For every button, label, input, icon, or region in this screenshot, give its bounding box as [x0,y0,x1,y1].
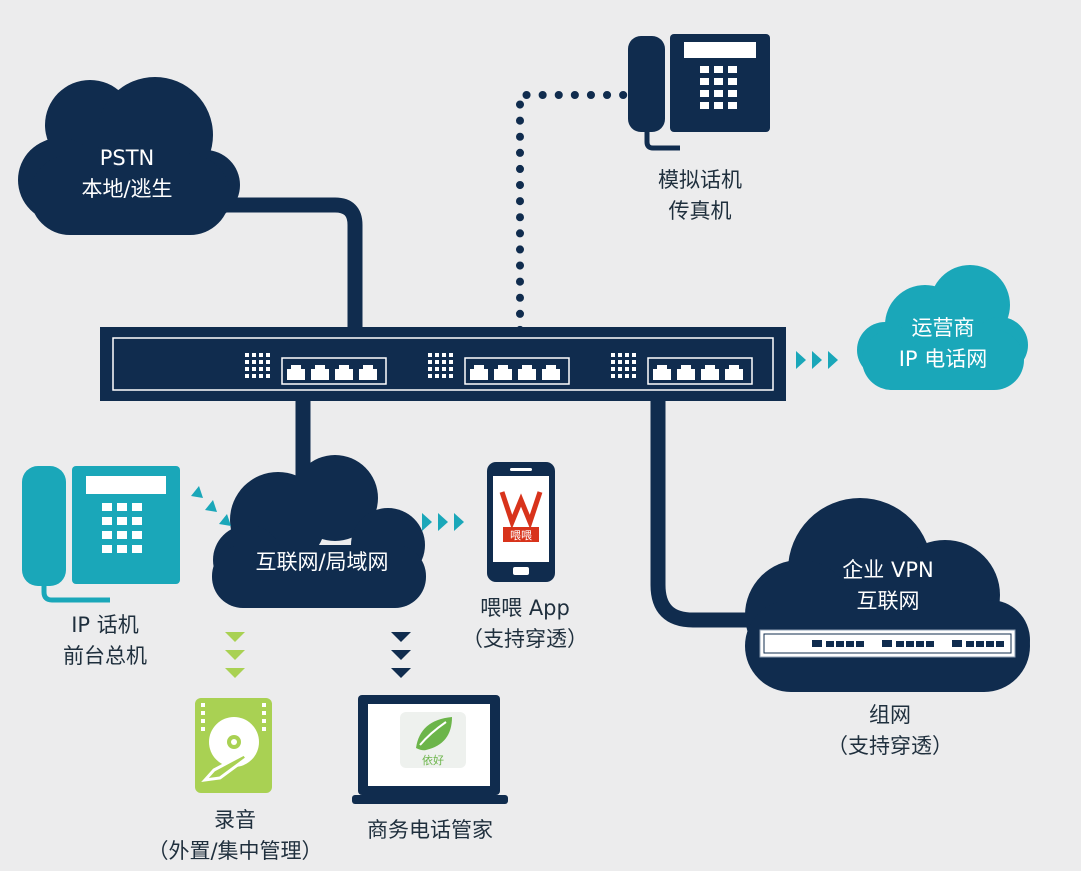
manager-screen-text: 依好 [422,753,444,767]
recording-label: 录音 （外置/集中管理） [135,805,335,867]
vpn-label-line1: 企业 VPN [842,558,934,582]
carrier-label-line2: IP 电话网 [898,347,988,371]
vpn-cloud [745,498,1030,692]
analog-phone-label-line1: 模拟话机 [658,168,742,192]
carrier-label: 运营商 IP 电话网 [868,313,1018,375]
analog-phone-label-line2: 传真机 [668,199,732,223]
analog-phone-dotted-line [516,91,634,334]
switch-port-group-1 [245,353,387,385]
vpn-network-label: 组网 （支持穿透） [805,700,975,762]
internet-label-line1: 互联网/局域网 [255,550,389,574]
vpn-connection-line [650,395,775,628]
app-label-line1: 喂喂 App [480,596,570,620]
arrows-to-manager [391,632,411,678]
arrows-to-ip-phone [191,486,231,526]
app-logo-mark [499,491,543,530]
switch-port-group-2 [428,353,570,385]
internet-cloud [212,455,426,608]
recording-label-line1: 录音 [214,808,256,832]
vpn-network-label-line1: 组网 [869,703,911,727]
manager-label: 商务电话管家 [340,815,520,846]
vpn-label-line2: 互联网 [856,589,920,613]
app-label: 喂喂 App （支持穿透） [440,593,610,655]
arrows-to-recording [225,632,245,678]
hard-drive-icon [195,698,272,793]
arrows-to-app [422,513,464,531]
ip-desk-phone-icon [22,466,180,603]
carrier-cloud [857,265,1028,390]
pstn-cloud [18,77,240,235]
app-label-line2: （支持穿透） [462,627,588,651]
pstn-connection-line [225,197,363,330]
app-screen-text: 喂喂 [510,529,532,542]
vpn-network-label-line2: （支持穿透） [827,734,953,758]
recording-label-line2: （外置/集中管理） [147,839,323,863]
laptop-icon: 依好 [352,695,508,804]
smartphone-icon: 喂喂 [487,462,555,582]
ip-phone-label: IP 话机 前台总机 [30,610,180,672]
vpn-mini-switch [759,629,1016,658]
desk-phone-icon [628,34,770,151]
internet-label: 互联网/局域网 [222,547,422,578]
switch-port-group-3 [611,353,753,385]
ip-phone-label-line2: 前台总机 [63,644,147,668]
pstn-label-line2: 本地/逃生 [81,177,173,201]
manager-label-line1: 商务电话管家 [367,818,493,842]
vpn-label: 企业 VPN 互联网 [808,555,968,617]
ip-phone-label-line1: IP 话机 [71,613,139,637]
central-switch [100,327,786,401]
carrier-label-line1: 运营商 [911,316,975,340]
pstn-label-line1: PSTN [99,146,155,170]
pstn-label: PSTN 本地/逃生 [52,143,202,205]
arrows-to-carrier [796,351,838,369]
analog-phone-label: 模拟话机 传真机 [625,165,775,227]
